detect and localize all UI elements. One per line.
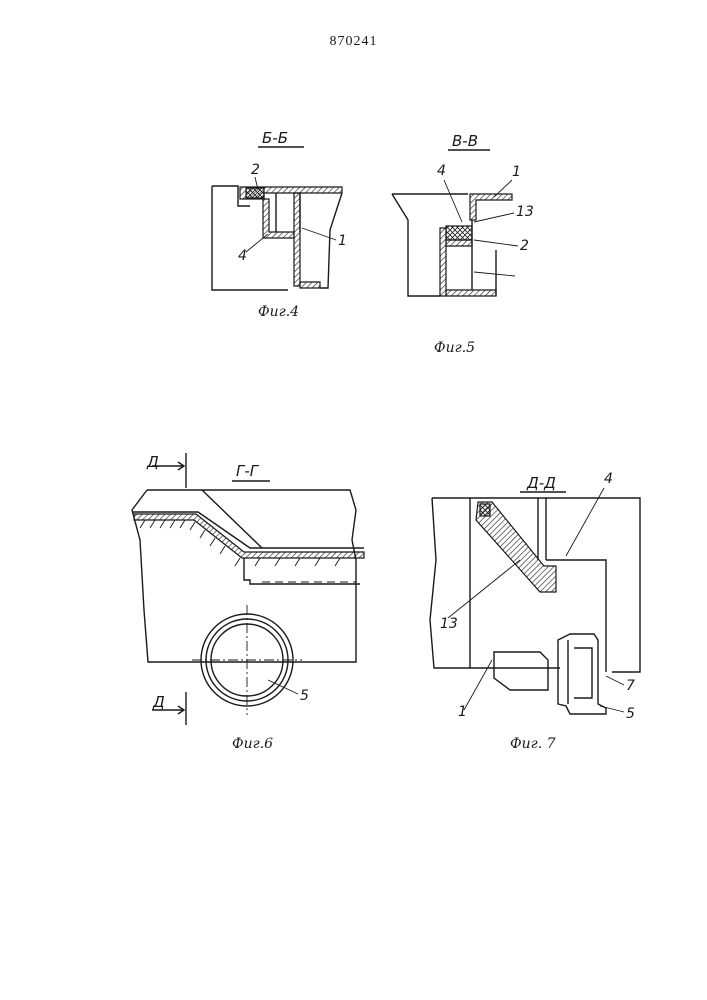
cut-mark-top: Д	[146, 453, 159, 471]
base-flange	[300, 282, 320, 288]
leader	[448, 560, 520, 618]
leader	[600, 706, 624, 712]
leader	[474, 272, 515, 276]
inner-lines	[472, 220, 496, 296]
label-7: 7	[626, 678, 635, 694]
part-5-detail	[568, 640, 592, 704]
caption-fig7: Фиг. 7	[510, 736, 556, 752]
leader	[606, 676, 624, 685]
insert-outline	[244, 558, 360, 584]
caption-fig6: Фиг.6	[232, 736, 273, 752]
label-4: 4	[604, 471, 613, 487]
leader	[474, 213, 514, 222]
channel-1	[294, 193, 300, 286]
section-title-fig7: Д-Д	[526, 474, 556, 492]
section-title-fig4: Б-Б	[262, 129, 288, 147]
slope-edge	[202, 490, 262, 548]
leader	[302, 228, 336, 240]
seal-2	[446, 226, 472, 240]
label-1: 1	[512, 164, 521, 180]
label-5: 5	[626, 706, 635, 722]
channel-top	[446, 240, 472, 246]
profile-1	[470, 194, 512, 220]
caption-fig4: Фиг.4	[258, 304, 299, 320]
label-1: 1	[338, 233, 347, 249]
caption-fig5: Фиг.5	[434, 340, 475, 356]
cut-mark-bottom: Д	[152, 693, 165, 711]
label-2: 2	[520, 238, 529, 254]
label-4: 4	[238, 248, 247, 264]
figure-6: Г-Г Д Д 5 Фиг.6	[132, 453, 364, 752]
leader	[444, 180, 462, 222]
section-title-fig6: Г-Г	[236, 462, 260, 480]
label-13: 13	[440, 616, 458, 632]
leader	[474, 240, 518, 246]
figure-7: Д-Д 4 13 1 7 5 Фиг. 7	[430, 471, 640, 752]
part-5	[558, 634, 606, 714]
profile-4	[263, 199, 294, 238]
label-2: 2	[251, 162, 260, 178]
label-4: 4	[437, 163, 446, 179]
label-5: 5	[300, 688, 309, 704]
block-1	[494, 652, 548, 690]
label-13: 13	[516, 204, 534, 220]
channel-wall-left	[440, 228, 446, 296]
leader	[246, 234, 268, 252]
seal-2	[246, 188, 264, 198]
figure-4: Б-Б 2 4 1 Фиг.4	[212, 129, 347, 320]
figure-5: В-В 4 1 13 2 Фиг.5	[392, 132, 534, 356]
seal-block	[480, 504, 490, 516]
channel-base	[446, 290, 496, 296]
section-title-fig5: В-В	[452, 132, 478, 150]
